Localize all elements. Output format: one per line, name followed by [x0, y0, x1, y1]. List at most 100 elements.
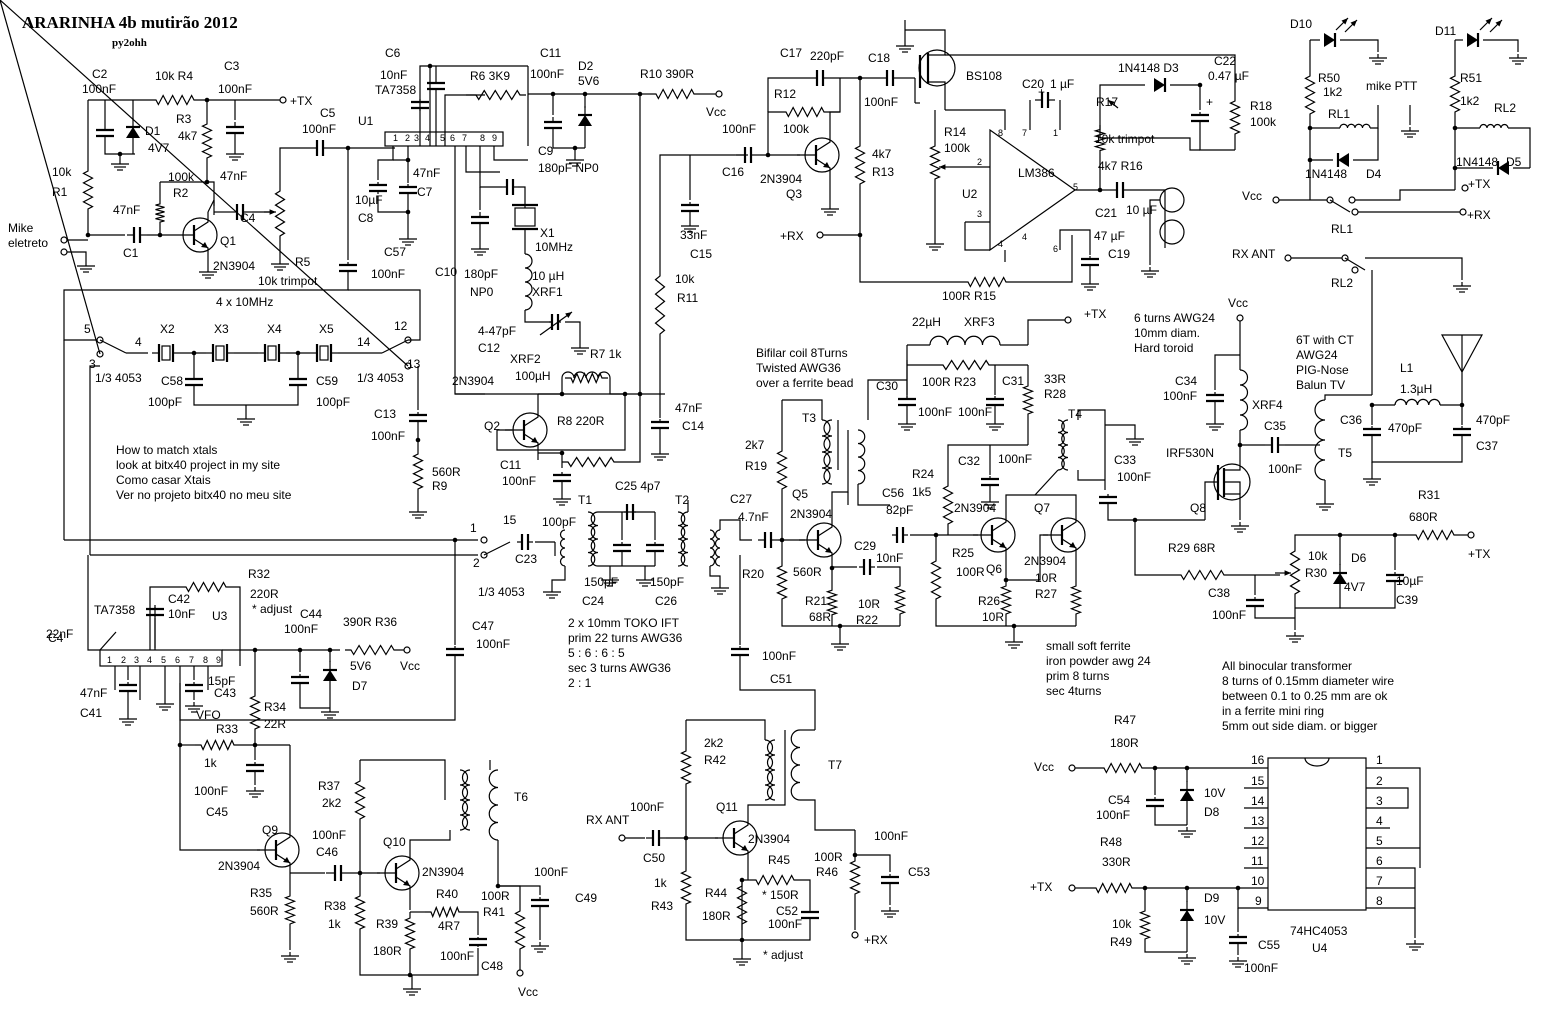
wire: [1107, 506, 1135, 521]
wire: [928, 81, 946, 110]
wire: [859, 235, 962, 283]
wire: [1508, 127, 1531, 168]
label-q8: Q8: [1190, 501, 1206, 515]
label-u3p6: 6: [175, 655, 180, 665]
terminal: [1348, 196, 1356, 204]
label-sw13: 13: [407, 357, 421, 371]
wire: [1340, 39, 1379, 52]
wire: [524, 310, 552, 323]
label-c20v: 1 µF: [1050, 77, 1074, 91]
label-lm386: LM386: [1018, 166, 1055, 180]
label-u1p8: 8: [480, 133, 485, 143]
terminal: [851, 931, 859, 939]
diode: [126, 127, 140, 138]
junction-dot: [1307, 125, 1313, 131]
label-pin4b: 4: [1022, 232, 1027, 242]
diode: [578, 115, 592, 126]
label-rl2: RL2: [1494, 101, 1516, 115]
switch-blade: [381, 339, 409, 354]
label-c9v: 180pF NP0: [538, 161, 599, 175]
wire: [1144, 945, 1187, 953]
label-u3p4: 4: [147, 655, 152, 665]
inductor: [1479, 123, 1509, 129]
wire: [867, 379, 907, 420]
label-s4053c: 1/3 4053: [478, 585, 525, 599]
resistor: [1138, 905, 1152, 945]
label-sw4: 4: [135, 335, 142, 349]
label-r44v: 180R: [702, 909, 731, 923]
label-u4r2: 2: [1376, 774, 1383, 788]
wire: [479, 146, 502, 188]
label-r31v: 680R: [1409, 510, 1438, 524]
label-d2v: 5V6: [578, 74, 600, 88]
label-r44: R44: [705, 886, 727, 900]
label-r23: 100R R23: [922, 375, 976, 389]
wire: [1005, 494, 1077, 512]
label-q3v: 2N3904: [760, 172, 802, 186]
label-c23v: 100pF: [542, 515, 576, 529]
switch-blade: [483, 541, 511, 556]
label-r25v: 100R: [956, 565, 985, 579]
label-r35v: 560R: [250, 904, 279, 918]
trimpot-arrow: [1284, 570, 1291, 576]
label-c7: C7: [417, 185, 433, 199]
label-u4r4: 4: [1376, 814, 1383, 828]
resistor: [680, 865, 692, 910]
resistor: [1098, 762, 1148, 774]
label-u4l10: 10: [1251, 874, 1265, 888]
terminal: [1068, 764, 1076, 772]
label-u3: U3: [212, 609, 228, 623]
label-c48: C48: [481, 959, 503, 973]
resistor: [849, 855, 861, 900]
lm386-amp: [989, 128, 1077, 252]
label-c50v: 100nF: [630, 800, 664, 814]
wire: [609, 378, 625, 395]
label-r2: R2: [173, 186, 189, 200]
label-q5: Q5: [792, 487, 808, 501]
wire: [518, 186, 526, 208]
label-c52v: 100nF: [768, 917, 802, 931]
label-l1v: 1.3µH: [1400, 382, 1432, 396]
label-c5: C5: [320, 106, 336, 120]
label-r3v: 4k7: [178, 129, 198, 143]
crystal-x1: [514, 207, 536, 227]
label-c27: C27: [730, 492, 752, 506]
trimpot-arrow: [1350, 20, 1357, 27]
ground-symbol: [895, 41, 915, 53]
label-r48v: 330R: [1102, 855, 1131, 869]
label-mike2: mike PTT: [1366, 79, 1418, 93]
label-t3: T3: [802, 411, 816, 425]
label-r10: R10 390R: [640, 67, 694, 81]
label-c24: C24: [582, 594, 604, 608]
label-d11: D11: [1435, 24, 1456, 38]
ground-symbol: [280, 951, 300, 963]
inductor: [461, 769, 471, 831]
wire: [991, 512, 1007, 532]
label-xrf3: XRF3: [964, 315, 995, 329]
crystal: [215, 345, 225, 361]
ground-symbol: [1205, 419, 1225, 431]
label-r46a: 100R: [814, 850, 843, 864]
label-r40: R40: [436, 887, 458, 901]
terminal: [1272, 196, 1280, 204]
trimpot-arrow: [1495, 20, 1502, 27]
wiring: [60, 20, 1531, 985]
label-c59v: 100pF: [316, 395, 350, 409]
terminal: [1064, 316, 1072, 324]
inductor: [559, 529, 566, 567]
wire: [523, 407, 539, 427]
label-c6: C6: [385, 46, 401, 60]
wire: [393, 159, 409, 183]
label-c58v: 100pF: [148, 395, 182, 409]
switch-blade: [0, 0, 101, 355]
label-xrf4: XRF4: [1252, 398, 1283, 412]
ground-symbol: [925, 239, 945, 251]
speaker: [1159, 187, 1185, 213]
ground-symbol: [820, 204, 840, 216]
label-r6: R6 3K9: [470, 69, 510, 83]
terminal: [816, 231, 824, 239]
label-c53: C53: [908, 865, 930, 879]
diode: [1180, 910, 1194, 921]
